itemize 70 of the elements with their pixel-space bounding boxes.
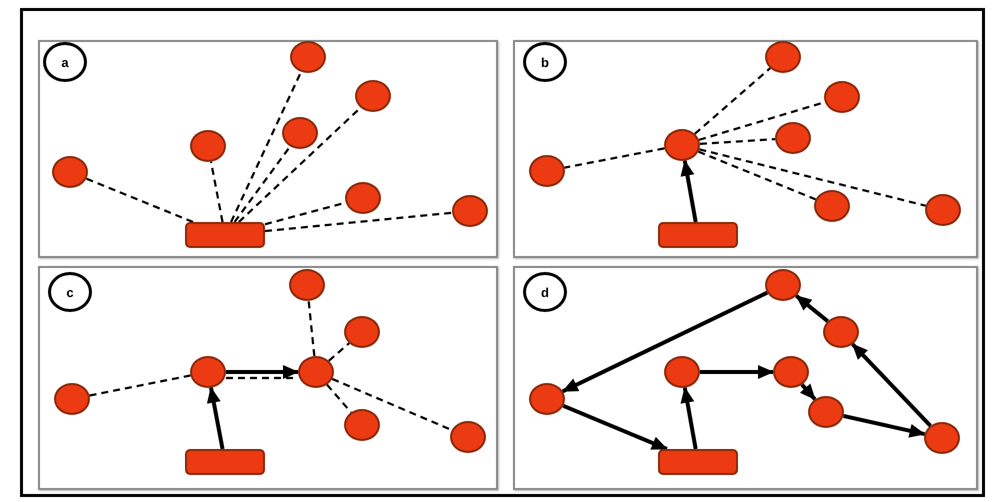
arrow (700, 365, 774, 379)
arrow (562, 404, 668, 451)
dashed-link (86, 178, 194, 224)
node-circle (765, 41, 801, 73)
node-circle (773, 356, 809, 388)
node-circle (289, 269, 325, 301)
diagram-panel (513, 266, 978, 490)
panel-label: a (61, 54, 69, 70)
node-circle (824, 81, 860, 113)
panel-label-circle (523, 272, 567, 312)
node-circle (814, 190, 850, 222)
dashed-link (308, 300, 316, 356)
dashed-link (264, 212, 452, 232)
arrow (851, 342, 932, 428)
dashed-link (234, 146, 292, 223)
node-circle (529, 155, 565, 187)
node-circle (664, 356, 700, 388)
diagram-panel (38, 266, 498, 490)
source-box (185, 222, 265, 248)
arrow (680, 386, 698, 450)
node-circle (344, 409, 380, 441)
dashed-link (230, 71, 302, 222)
arrow (226, 365, 299, 379)
arrow (680, 160, 698, 222)
node-circle (282, 117, 318, 149)
panel-label: b (541, 54, 549, 70)
arrow (562, 290, 768, 394)
arrow (795, 294, 829, 323)
panel-label-circle (48, 272, 92, 312)
panel-label: d (541, 284, 549, 300)
panel-label-circle (43, 42, 87, 82)
source-box (185, 449, 265, 475)
node-circle (290, 41, 326, 73)
dashed-link (698, 150, 816, 200)
node-circle (775, 122, 811, 154)
dashed-link (89, 374, 191, 397)
node-circle (344, 316, 380, 348)
node-circle (529, 383, 565, 415)
dashed-link (332, 378, 452, 432)
source-box (658, 222, 738, 248)
panel-label-circle (523, 42, 567, 82)
node-circle (765, 269, 801, 301)
node-circle (450, 421, 486, 453)
node-circle (664, 129, 700, 161)
arrow (206, 386, 225, 450)
node-circle (808, 396, 844, 428)
arrow (800, 383, 816, 401)
node-circle (924, 422, 960, 454)
dashed-link (694, 67, 771, 135)
node-circle (190, 130, 226, 162)
node-circle (345, 182, 381, 214)
source-box (658, 449, 738, 475)
diagram-panel (38, 40, 498, 258)
node-circle (52, 156, 88, 188)
node-circle (452, 195, 488, 227)
node-circle (823, 316, 859, 348)
arrow (843, 414, 926, 438)
diagram-panel (513, 40, 978, 258)
dashed-link (699, 148, 926, 207)
node-circle (925, 194, 961, 226)
dashed-link (238, 106, 362, 223)
node-circle (190, 356, 226, 388)
dashed-link (564, 147, 665, 169)
panel-label: c (66, 284, 74, 300)
dashed-link (210, 162, 224, 222)
node-circle (298, 356, 334, 388)
dashed-link (328, 342, 350, 362)
dashed-link (700, 138, 776, 145)
node-circle (355, 80, 391, 112)
node-circle (54, 383, 90, 415)
